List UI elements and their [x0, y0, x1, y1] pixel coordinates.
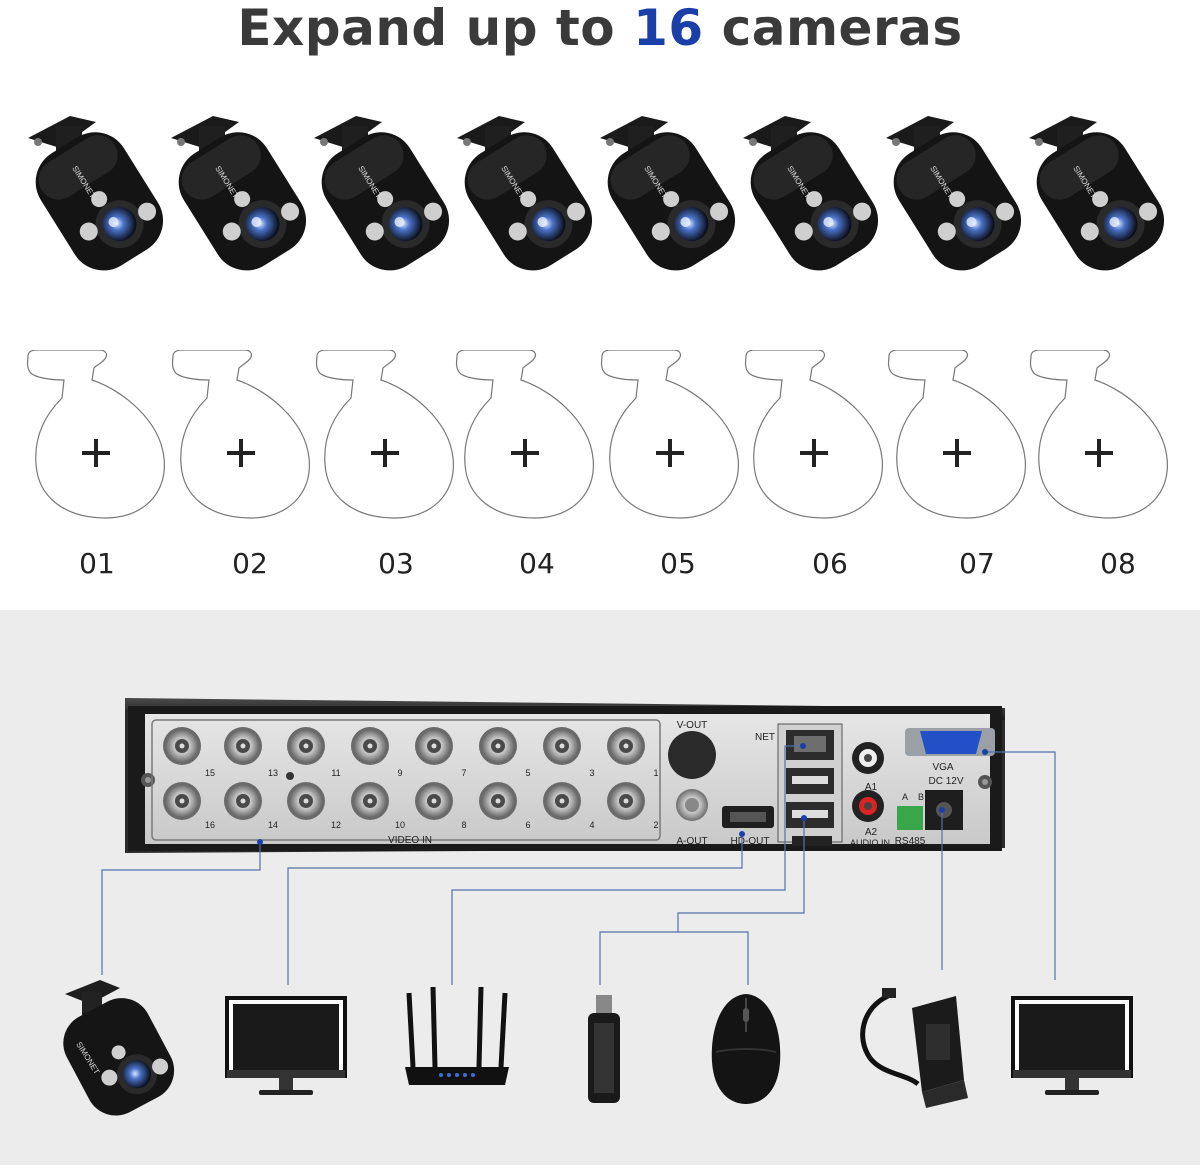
a2-label: A2: [865, 827, 878, 838]
peripheral-usb-drive: [588, 995, 620, 1103]
headline-count: 16: [633, 0, 704, 57]
bnc-port-13: 13: [224, 727, 278, 778]
peripheral-camera: SIMONET: [63, 980, 175, 1116]
bnc-port-number: 2: [653, 820, 658, 830]
bnc-port-number: 1: [653, 768, 658, 778]
slot-label-05: 05: [660, 547, 696, 580]
bnc-port-10: 10: [351, 782, 405, 830]
camera-1: SIMONET: [20, 108, 180, 282]
video-in-label: VIDEO IN: [388, 835, 432, 846]
v-out-label: V-OUT: [677, 720, 708, 731]
peripheral-power-adapter: [860, 988, 968, 1108]
bnc-port-4: 4: [543, 782, 595, 830]
bnc-port-2: 2: [607, 782, 659, 830]
audio-in-label: AUDIO IN: [850, 838, 890, 848]
bnc-port-number: 8: [461, 820, 466, 830]
camera-2: SIMONET: [163, 108, 323, 282]
rs-a-label: A: [902, 792, 908, 802]
camera-5: SIMONET: [592, 108, 752, 282]
a1-label: A1: [865, 782, 878, 793]
slot-label-08: 08: [1100, 547, 1136, 580]
slot-outline: [600, 349, 739, 519]
bnc-port-number: 16: [205, 820, 215, 830]
rs485-label: RS485: [895, 836, 926, 847]
bnc-port-8: 8: [415, 782, 467, 830]
bnc-port-number: 5: [525, 768, 530, 778]
bnc-port-9: 9: [351, 727, 403, 778]
net-label: NET: [755, 732, 775, 743]
vga-label: VGA: [932, 762, 953, 773]
slot-outline: [744, 349, 883, 519]
rs485-terminal: [897, 806, 923, 830]
bnc-port-number: 4: [589, 820, 594, 830]
bnc-port-7: 7: [415, 727, 467, 778]
camera-slot-02[interactable]: [167, 349, 317, 529]
camera-slot-05[interactable]: [596, 349, 746, 529]
slot-outline: [171, 349, 310, 519]
slot-label-03: 03: [378, 547, 414, 580]
bnc-port-number: 9: [397, 768, 402, 778]
slot-outline: [1029, 349, 1168, 519]
connector-lines: [101, 745, 1056, 985]
bnc-port-14: 14: [224, 782, 278, 830]
bnc-port-number: 13: [268, 768, 278, 778]
peripheral-mouse: [711, 994, 781, 1104]
bnc-port-15: 15: [163, 727, 215, 778]
bnc-port-number: 10: [395, 820, 405, 830]
bnc-port-11: 11: [287, 727, 341, 778]
camera-slot-03[interactable]: [311, 349, 461, 529]
camera-6: SIMONET: [735, 108, 895, 282]
peripheral-monitor-hdmi: [225, 996, 347, 1095]
peripheral-monitor-vga: [1011, 996, 1133, 1095]
rs-b-label: B: [918, 792, 924, 802]
peripheral-router: [405, 986, 509, 1085]
camera-slot-08[interactable]: [1025, 349, 1175, 529]
slot-outline: [887, 349, 1026, 519]
camera-slot-07[interactable]: [883, 349, 1033, 529]
slot-outline: [455, 349, 594, 519]
dc-label: DC 12V: [928, 776, 963, 787]
hd-out-label: HD-OUT: [731, 836, 770, 847]
camera-slot-01[interactable]: [22, 349, 172, 529]
bnc-port-number: 12: [331, 820, 341, 830]
camera-7: SIMONET: [878, 108, 1038, 282]
camera-slot-06[interactable]: [740, 349, 890, 529]
camera-8: SIMONET: [1021, 108, 1181, 282]
bnc-port-number: 11: [331, 768, 340, 778]
camera-3: SIMONET: [306, 108, 466, 282]
a-out-label: A-OUT: [676, 836, 707, 847]
slot-label-07: 07: [959, 547, 995, 580]
bnc-port-number: 7: [461, 768, 466, 778]
slot-outline: [26, 349, 165, 519]
slot-label-02: 02: [232, 547, 268, 580]
v-out-port: [668, 731, 716, 779]
bnc-port-number: 6: [525, 820, 530, 830]
camera-slot-04[interactable]: [451, 349, 601, 529]
bnc-port-number: 3: [589, 768, 594, 778]
vga-port: [920, 731, 982, 754]
bnc-port-6: 6: [479, 782, 531, 830]
headline-prefix: Expand up to: [237, 0, 634, 57]
bnc-port-3: 3: [543, 727, 595, 778]
bnc-port-number: 14: [268, 820, 278, 830]
slot-label-01: 01: [79, 547, 115, 580]
headline-suffix: cameras: [703, 0, 963, 57]
slot-outline: [315, 349, 454, 519]
bnc-port-16: 16: [163, 782, 215, 830]
bnc-port-number: 15: [205, 768, 215, 778]
bnc-port-5: 5: [479, 727, 531, 778]
camera-4: SIMONET: [449, 108, 609, 282]
bnc-port-12: 12: [287, 782, 341, 830]
slot-label-04: 04: [519, 547, 555, 580]
headline: Expand up to 16 cameras: [0, 0, 1200, 60]
bnc-port-1: 1: [607, 727, 659, 778]
slot-label-06: 06: [812, 547, 848, 580]
